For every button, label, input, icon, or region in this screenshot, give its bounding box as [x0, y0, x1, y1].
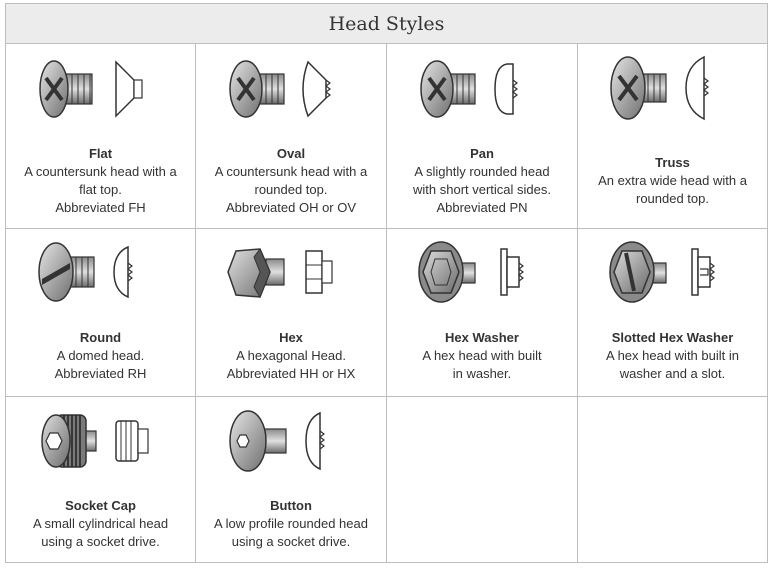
cell-slotted-hex-washer: Slotted Hex Washer A hex head with built…	[578, 229, 767, 397]
item-name: Oval	[276, 146, 306, 161]
item-desc-line: Abbreviated RH	[54, 366, 147, 381]
item-name: Button	[270, 498, 312, 513]
cell-hex-washer: Hex Washer A hex head with built in wash…	[387, 229, 578, 397]
item-desc-line: rounded top.	[635, 191, 709, 206]
item-desc-line: washer and a slot.	[619, 366, 726, 381]
item-name: Pan	[470, 146, 494, 161]
flat-head-screw-icon	[38, 60, 143, 118]
item-desc-line: flat top.	[79, 182, 122, 197]
item-desc-line: A small cylindrical head	[32, 516, 169, 531]
item-desc-line: A low profile rounded head	[214, 516, 368, 531]
item-desc-line: using a socket drive.	[231, 534, 351, 549]
page-title: Head Styles	[6, 4, 767, 44]
cell-empty	[578, 397, 767, 563]
item-desc-line: A hexagonal Head.	[236, 348, 346, 363]
button-head-screw-icon	[229, 410, 325, 472]
item-name: Flat	[88, 146, 113, 161]
item-desc-line: Abbreviated FH	[55, 200, 146, 215]
item-desc-line: A domed head.	[56, 348, 145, 363]
item-desc-line: A hex head with built in	[606, 348, 739, 363]
item-desc-line: An extra wide head with a	[598, 173, 747, 188]
hex-head-bolt-icon	[227, 248, 333, 299]
head-styles-grid: Flat A countersunk head with a flat top.…	[6, 44, 767, 563]
item-desc-line: A countersunk head with a	[24, 164, 177, 179]
item-desc-line: using a socket drive.	[41, 534, 160, 549]
item-desc-line: in washer.	[452, 366, 512, 381]
item-name: Hex Washer	[445, 330, 519, 345]
item-name: Slotted Hex Washer	[611, 330, 734, 345]
cell-round: Round A domed head. Abbreviated RH	[6, 229, 196, 397]
item-name: Socket Cap	[65, 498, 136, 513]
slotted-hex-washer-head-icon	[608, 241, 715, 303]
item-desc-line: rounded top.	[254, 182, 328, 197]
cell-button: Button A low profile rounded head using …	[196, 397, 387, 563]
item-desc-line: with short vertical sides.	[413, 182, 551, 197]
cell-pan: Pan A slightly rounded head with short v…	[387, 44, 578, 229]
round-head-screw-icon	[37, 242, 133, 302]
oval-head-screw-icon	[229, 60, 331, 118]
pan-head-screw-icon	[420, 60, 518, 118]
cell-socket-cap: Socket Cap A small cylindrical head usin…	[6, 397, 196, 563]
head-styles-chart: Head Styles Flat A countersunk head with…	[5, 3, 768, 563]
item-desc-line: A hex head with built	[422, 348, 542, 363]
cell-oval: Oval A countersunk head with a rounded t…	[196, 44, 387, 229]
cell-truss: Truss An extra wide head with a rounded …	[578, 44, 767, 229]
item-name: Truss	[655, 155, 690, 170]
item-desc-line: A countersunk head with a	[214, 164, 368, 179]
item-desc-line: Abbreviated OH or OV	[225, 200, 357, 215]
truss-head-screw-icon	[609, 55, 709, 121]
item-desc-line: Abbreviated HH or HX	[226, 366, 356, 381]
cell-flat: Flat A countersunk head with a flat top.…	[6, 44, 196, 229]
hex-washer-head-icon	[418, 241, 524, 303]
item-name: Round	[79, 330, 122, 345]
item-name: Hex	[279, 330, 303, 345]
cell-empty	[387, 397, 578, 563]
cell-hex: Hex A hexagonal Head. Abbreviated HH or …	[196, 229, 387, 397]
item-desc-line: Abbreviated PN	[436, 200, 528, 215]
socket-cap-screw-icon	[40, 414, 149, 468]
item-desc-line: A slightly rounded head	[414, 164, 550, 179]
